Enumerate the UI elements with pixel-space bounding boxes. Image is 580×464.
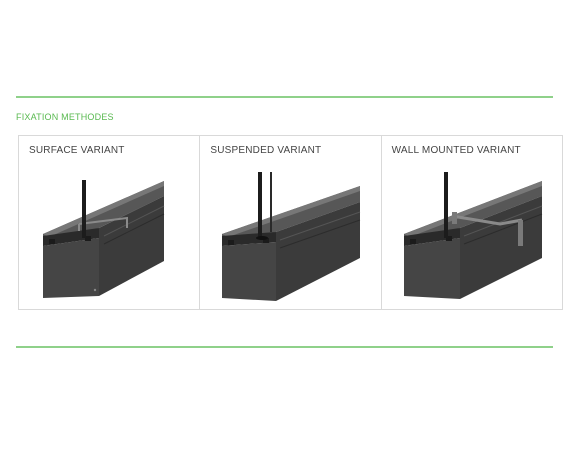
top-divider (16, 96, 553, 98)
variants-grid: SURFACE VARIANT SUSPENDED VARIANT (18, 135, 563, 310)
surface-profile-image (43, 180, 165, 298)
wall-mounted-profile-image (403, 172, 542, 299)
variant-label: WALL MOUNTED VARIANT (391, 145, 521, 156)
variant-label: SURFACE VARIANT (29, 145, 125, 156)
variant-card-wall-mounted: WALL MOUNTED VARIANT (382, 136, 562, 309)
variant-card-suspended: SUSPENDED VARIANT (200, 136, 382, 309)
variant-card-surface: SURFACE VARIANT (19, 136, 201, 309)
variant-label: SUSPENDED VARIANT (210, 145, 322, 156)
section-title: FIXATION METHODES (16, 112, 114, 122)
bottom-divider (16, 346, 553, 348)
suspended-profile-image (222, 172, 361, 301)
